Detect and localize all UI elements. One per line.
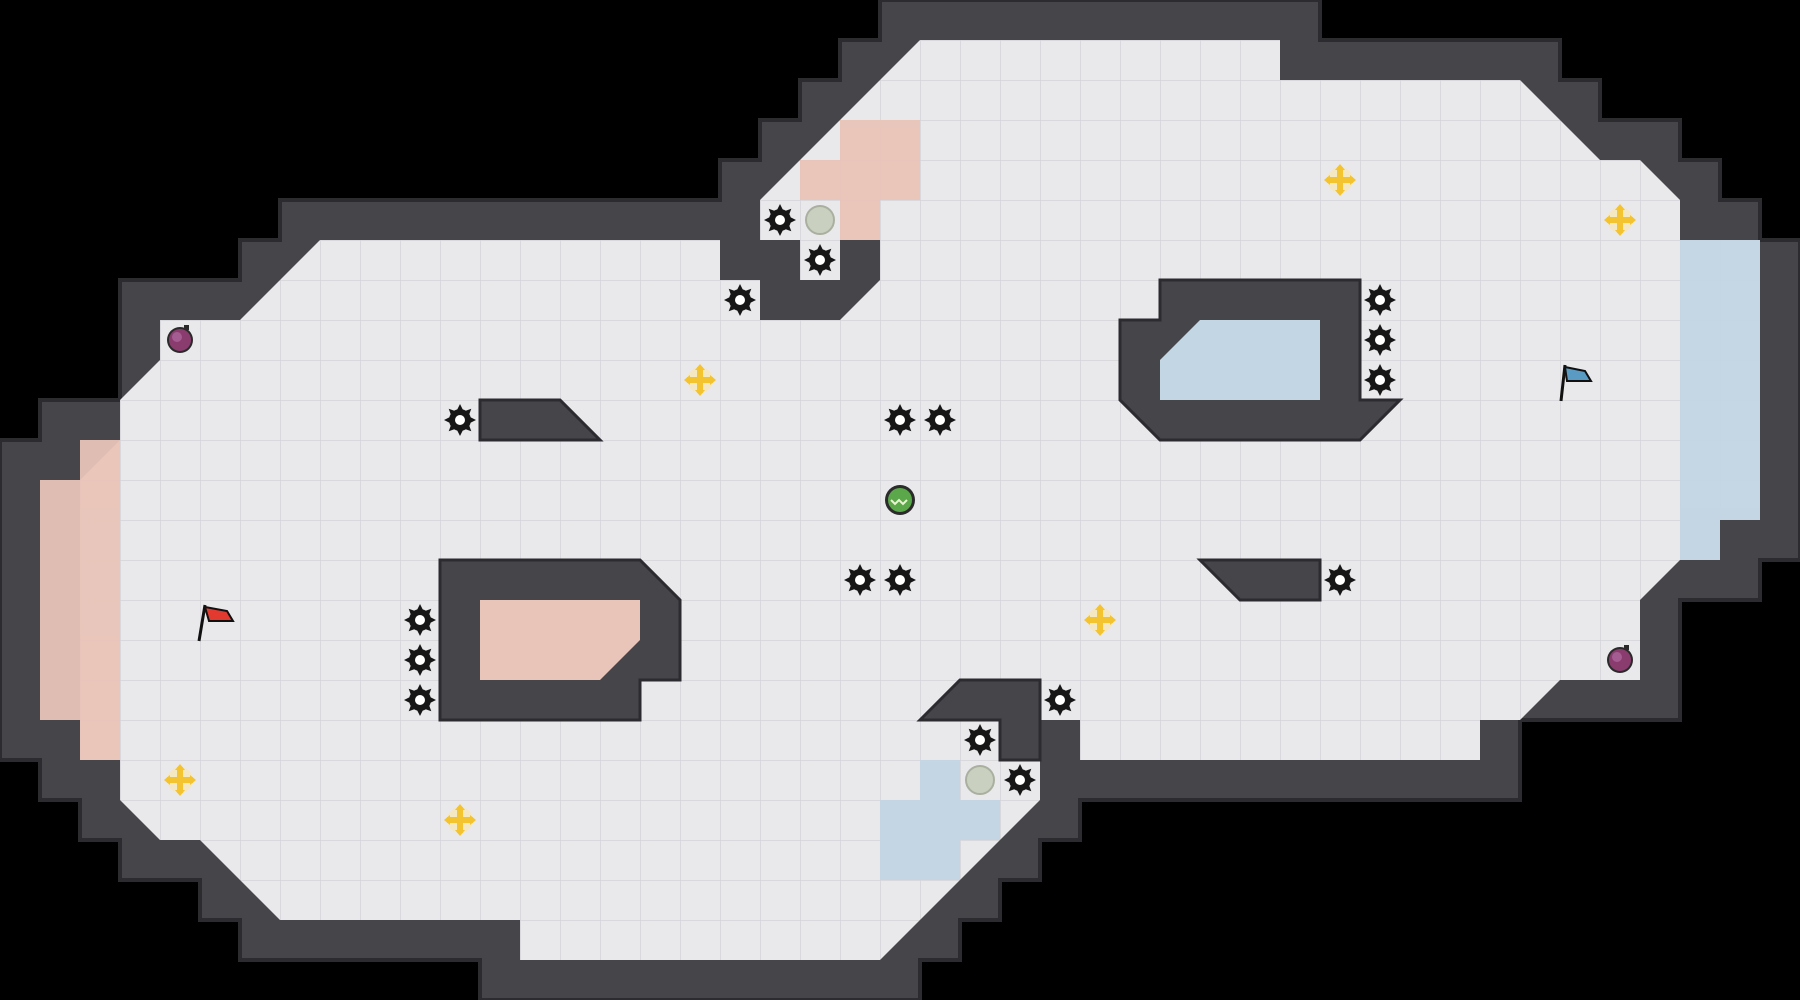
spike	[724, 284, 756, 316]
room-floors	[480, 320, 1320, 680]
spike	[1364, 364, 1396, 396]
spike	[404, 604, 436, 636]
arena-floor	[80, 40, 1760, 960]
spike	[804, 244, 836, 276]
button	[805, 205, 835, 235]
spike	[964, 724, 996, 756]
spike	[1324, 564, 1356, 596]
spike	[764, 204, 796, 236]
spike	[1004, 764, 1036, 796]
spike	[884, 404, 916, 436]
spike	[1364, 284, 1396, 316]
spike	[1364, 324, 1396, 356]
spike	[404, 644, 436, 676]
spike	[444, 404, 476, 436]
button	[965, 765, 995, 795]
spike	[884, 564, 916, 596]
spike	[844, 564, 876, 596]
red-flag	[197, 604, 235, 642]
spike	[404, 684, 436, 716]
spike	[1044, 684, 1076, 716]
spike	[924, 404, 956, 436]
green-ball[interactable]	[885, 485, 915, 515]
blue-flag	[1559, 364, 1593, 402]
